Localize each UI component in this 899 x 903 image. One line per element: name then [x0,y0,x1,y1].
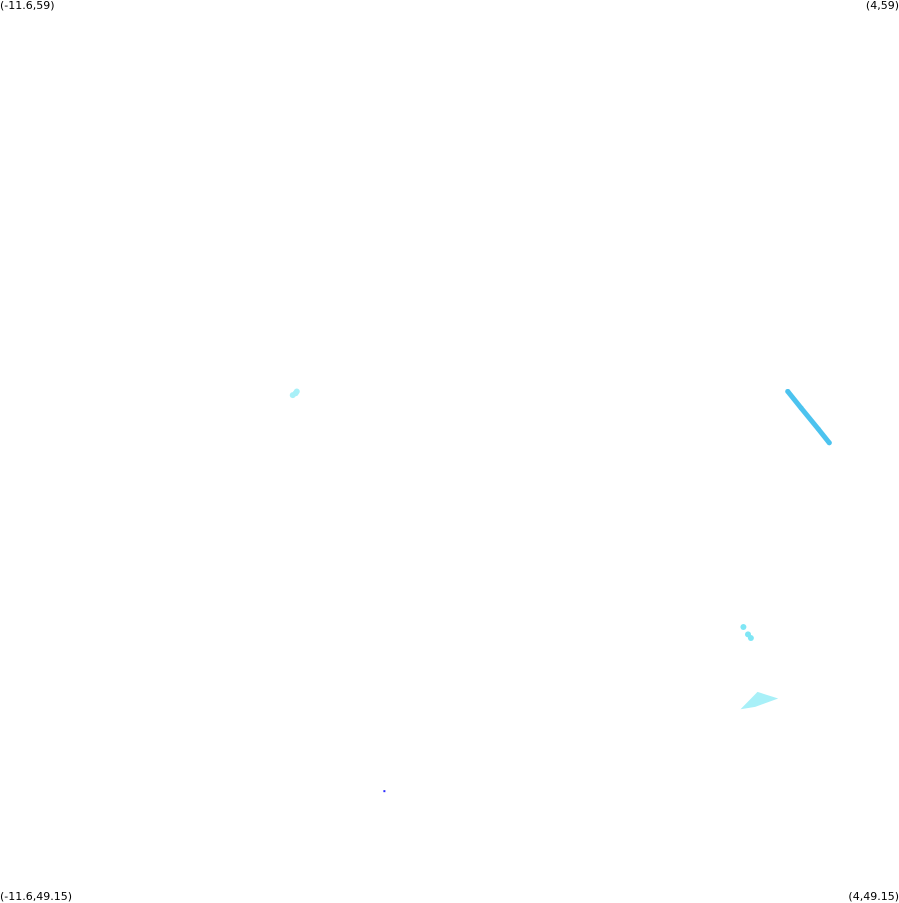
map-point-0-2 [293,388,300,395]
map-point-2-2 [747,635,754,642]
map-feature-band-1 [785,388,832,446]
map-point-1-0 [785,388,791,394]
corner-label-bottom-right: (4,49.15) [848,890,899,903]
corner-label-top-left: (-11.6,59) [0,0,55,12]
corner-label-bottom-left: (-11.6,49.15) [0,890,73,903]
map-point-1-3 [826,440,832,446]
map-point-1-2 [815,426,821,432]
map-point-0-1 [289,392,296,399]
map-point-1-1 [798,405,804,411]
map-point-4-0 [383,790,386,793]
corner-label-top-right: (4,59) [865,0,899,12]
map-point-2-0 [740,624,747,631]
map-feature-patch-3 [740,691,779,710]
